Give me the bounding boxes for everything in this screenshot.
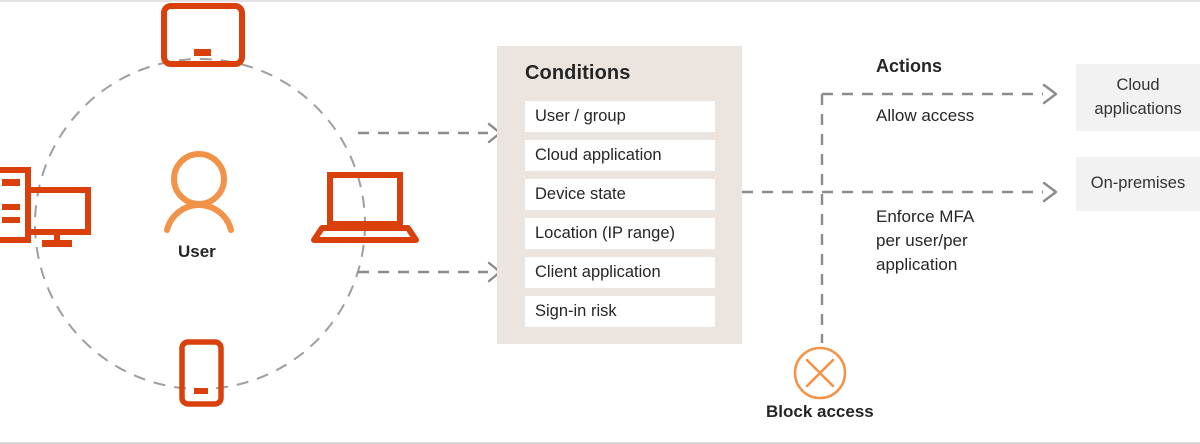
arrow-devices-to-conditions-upper: [358, 122, 502, 144]
conditions-title: Conditions: [525, 62, 631, 84]
allow-access-label: Allow access: [876, 106, 975, 125]
target-box-cloud-applications[interactable]: Cloud applications: [1076, 64, 1200, 131]
tablet-icon: [161, 3, 245, 67]
condition-row-device-state[interactable]: Device state: [525, 179, 715, 210]
user-scope-circle: [34, 58, 366, 390]
user-avatar-icon: [164, 151, 234, 233]
condition-row-client-application[interactable]: Client application: [525, 257, 715, 288]
block-access-label: Block access: [766, 402, 874, 421]
conditions-panel: Conditions User / group Cloud applicatio…: [497, 46, 742, 344]
user-label: User: [178, 242, 216, 261]
arrow-allow-to-cloud-applications: [822, 83, 1058, 105]
target-label: Cloud applications: [1094, 75, 1182, 118]
condition-label: Sign-in risk: [535, 302, 617, 320]
mobile-phone-icon: [179, 339, 224, 407]
condition-label: Cloud application: [535, 146, 662, 164]
block-access-icon: [793, 346, 847, 400]
arrow-conditions-to-onpremises: [742, 181, 1058, 203]
arrow-devices-to-conditions-lower: [358, 261, 502, 283]
condition-label: Device state: [535, 185, 626, 203]
desktop-computer-icon: [0, 167, 91, 247]
condition-row-user-group[interactable]: User / group: [525, 101, 715, 132]
laptop-icon: [311, 172, 419, 243]
condition-row-cloud-application[interactable]: Cloud application: [525, 140, 715, 171]
condition-row-sign-in-risk[interactable]: Sign-in risk: [525, 296, 715, 327]
condition-label: User / group: [535, 107, 626, 125]
condition-label: Location (IP range): [535, 224, 676, 242]
target-label: On-premises: [1090, 174, 1186, 193]
enforce-mfa-label: Enforce MFA per user/per application: [876, 207, 975, 275]
condition-row-location-ip-range[interactable]: Location (IP range): [525, 218, 715, 249]
condition-label: Client application: [535, 263, 661, 281]
actions-title: Actions: [876, 56, 943, 76]
target-box-on-premises[interactable]: On-premises: [1076, 157, 1200, 211]
